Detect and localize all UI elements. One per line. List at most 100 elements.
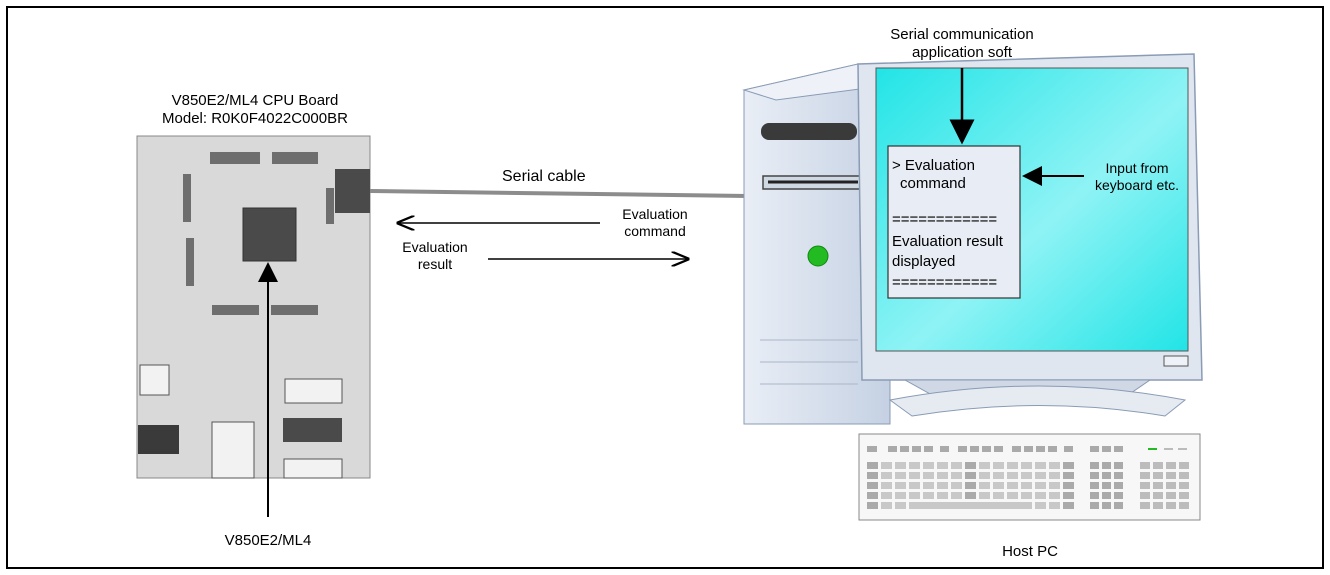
keyboard-key: [867, 482, 878, 489]
keyboard-key: [881, 482, 892, 489]
keyboard-key: [951, 462, 962, 469]
keyboard-key: [951, 472, 962, 479]
keyboard-key: [1049, 462, 1060, 469]
keyboard-key: [923, 482, 934, 489]
keyboard-key: [965, 472, 976, 479]
keyboard-key: [951, 492, 962, 499]
keyboard-key: [1035, 462, 1046, 469]
board-title-line2: Model: R0K0F4022C000BR: [162, 110, 348, 127]
keyboard-key: [1090, 472, 1099, 479]
keyboard-key: [895, 472, 906, 479]
keyboard-key: [1007, 482, 1018, 489]
cable-label: Serial cable: [502, 168, 586, 185]
board-connector: [271, 305, 318, 315]
keyboard-key: [1179, 482, 1189, 489]
keyboard-key: [867, 472, 878, 479]
terminal-window: [887, 145, 1021, 299]
keyboard-key: [1063, 472, 1074, 479]
keyboard-key: [1090, 462, 1099, 469]
board-connector: [210, 152, 260, 164]
keyboard-key: [1140, 502, 1150, 509]
keyboard-key: [1166, 502, 1176, 509]
keyboard-key: [1049, 492, 1060, 499]
keyboard-key: [909, 502, 1021, 509]
drive-bay: [761, 123, 857, 140]
keyboard-key: [881, 472, 892, 479]
terminal-line: > Evaluation: [892, 157, 975, 174]
keyboard-key: [937, 482, 948, 489]
keyboard-key: [1102, 462, 1111, 469]
keyboard-key: [1035, 492, 1046, 499]
board-component: [139, 364, 170, 396]
command-label: Evaluation command: [600, 206, 710, 240]
keyboard-key: [1035, 502, 1046, 509]
result-label-line1: Evaluation: [402, 239, 468, 255]
terminal-line: Evaluation result: [892, 233, 1003, 250]
input-label-line2: keyboard etc.: [1094, 177, 1180, 193]
keyboard-key: [895, 462, 906, 469]
keyboard-key: [1063, 492, 1074, 499]
keyboard-key: [993, 482, 1004, 489]
keyboard-key: [993, 492, 1004, 499]
board-component: [138, 425, 179, 454]
keyboard-key: [1021, 472, 1032, 479]
keyboard-key: [923, 492, 934, 499]
keyboard-key: [1166, 492, 1176, 499]
keyboard-key: [909, 482, 920, 489]
keyboard-key: [1153, 472, 1163, 479]
keyboard-key: [1114, 472, 1123, 479]
keyboard-key: [993, 472, 1004, 479]
board-title: V850E2/ML4 CPU Board Model: R0K0F4022C00…: [140, 92, 370, 128]
keyboard-key: [867, 492, 878, 499]
keyboard-key: [965, 492, 976, 499]
board-component: [283, 458, 343, 479]
keyboard-key: [895, 482, 906, 489]
keyboard-key: [867, 462, 878, 469]
board-connector: [183, 174, 191, 222]
keyboard-key: [1063, 482, 1074, 489]
keyboard-key: [909, 492, 920, 499]
pc-monitor: [857, 53, 1203, 417]
keyboard-key: [923, 462, 934, 469]
keyboard-key: [923, 472, 934, 479]
terminal-line: ============: [892, 211, 998, 228]
keyboard-key: [1102, 492, 1111, 499]
keyboard-key: [965, 462, 976, 469]
result-label: Evaluation result: [380, 239, 490, 273]
keyboard-key: [1102, 472, 1111, 479]
board-connector: [212, 305, 259, 315]
keyboard: [858, 433, 1201, 521]
chip-label: V850E2/ML4: [224, 532, 312, 549]
keyboard-key: [1166, 472, 1176, 479]
keyboard-key: [993, 462, 1004, 469]
serial-cable: [369, 189, 749, 198]
pc-tower: [742, 63, 892, 425]
keyboard-key: [1153, 462, 1163, 469]
keyboard-key: [979, 462, 990, 469]
terminal-line: command: [900, 175, 966, 192]
terminal-line: ============: [892, 274, 998, 291]
keyboard-key: [937, 472, 948, 479]
keyboard-key: [1049, 482, 1060, 489]
keyboard-key: [1021, 482, 1032, 489]
keyboard-key: [1114, 492, 1123, 499]
keyboard-key: [867, 502, 878, 509]
keyboard-key: [1179, 472, 1189, 479]
command-label-line1: Evaluation: [622, 206, 688, 222]
keyboard-key: [979, 472, 990, 479]
input-label-line1: Input from: [1105, 160, 1169, 176]
keyboard-key: [1114, 502, 1123, 509]
keyboard-key: [1166, 462, 1176, 469]
keyboard-key: [1102, 502, 1111, 509]
cpu-chip: [242, 207, 297, 262]
keyboard-key: [979, 482, 990, 489]
power-led-icon: [807, 245, 829, 267]
keyboard-key: [1179, 462, 1189, 469]
keyboard-key: [1102, 482, 1111, 489]
keyboard-key: [895, 492, 906, 499]
board-title-line1: V850E2/ML4 CPU Board: [171, 92, 339, 109]
host-pc-label: Host PC: [1002, 543, 1058, 560]
keyboard-key: [1021, 462, 1032, 469]
keyboard-key: [1140, 472, 1150, 479]
